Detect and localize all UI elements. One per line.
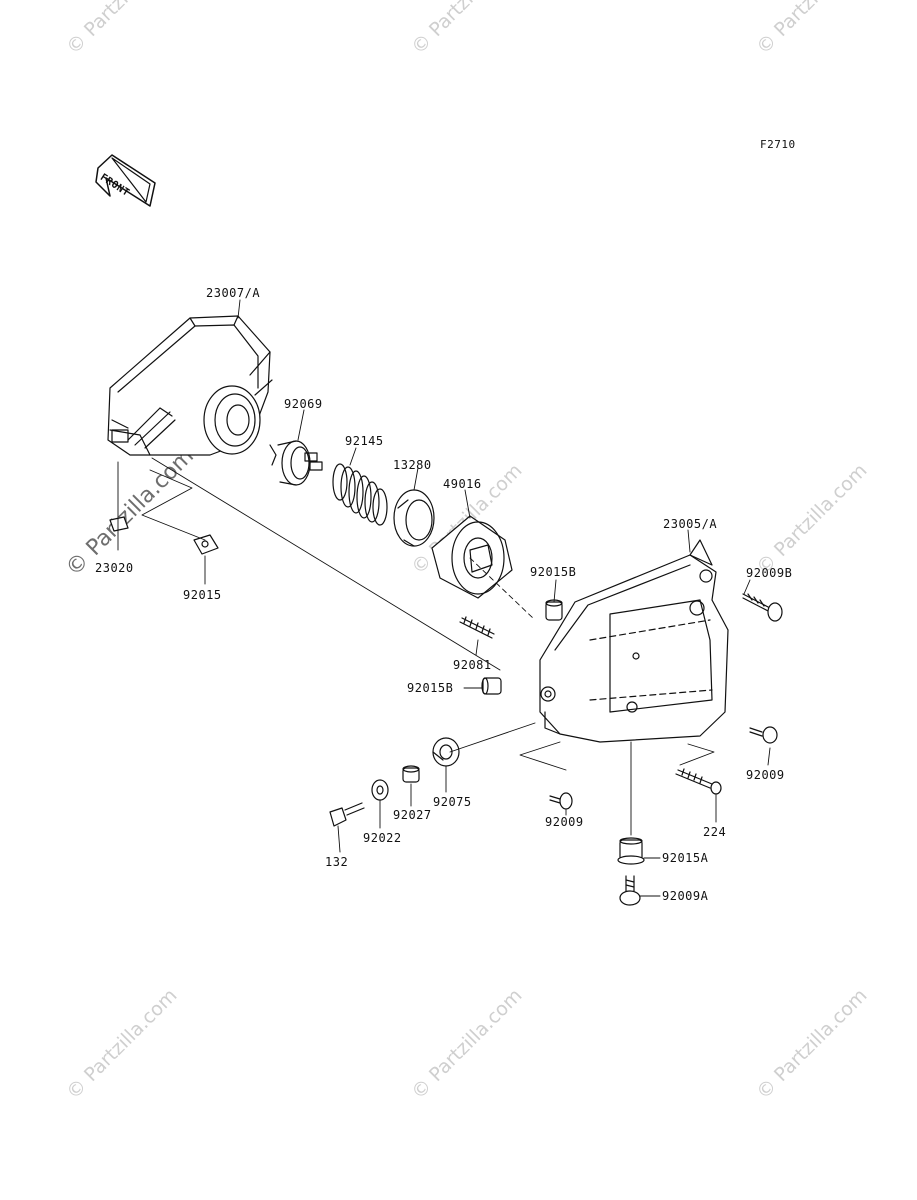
part-label-23007a: 23007/A [206, 286, 261, 300]
part-label-92081: 92081 [453, 658, 492, 672]
nut-23020-drawing [109, 516, 129, 532]
collar-92015B-top-drawing [545, 599, 563, 621]
part-label-92075: 92075 [433, 795, 472, 809]
spring-drawing [332, 463, 388, 526]
bolt-132-drawing [329, 802, 365, 827]
screw-92009B-drawing [742, 593, 783, 622]
front-arrow-icon [95, 154, 156, 207]
part-label-92145: 92145 [345, 434, 384, 448]
figure-code: F2710 [760, 138, 796, 151]
screw-92009A-drawing [619, 875, 641, 906]
part-label-92015b-top: 92015B [530, 565, 577, 579]
part-label-92022: 92022 [363, 831, 402, 845]
part-label-49016: 49016 [443, 477, 482, 491]
retainer-ring-drawing [393, 489, 435, 547]
part-label-92009-mid: 92009 [545, 815, 584, 829]
headlight-housing-drawing [107, 315, 273, 456]
socket-drawing [431, 515, 513, 599]
part-label-92015b-left: 92015B [407, 681, 454, 695]
part-label-23005a: 23005/A [663, 517, 718, 531]
part-label-132: 132 [325, 855, 349, 869]
washer-92022-drawing [371, 779, 389, 801]
bulb-drawing [269, 440, 323, 486]
screw-92009-mid-drawing [549, 792, 573, 810]
cover-drawing [539, 539, 729, 743]
part-label-92009a: 92009A [662, 889, 709, 903]
part-label-92069: 92069 [284, 397, 323, 411]
part-label-92015: 92015 [183, 588, 222, 602]
bolt-224-drawing [675, 768, 722, 795]
part-label-23020: 23020 [95, 561, 134, 575]
grommet-92075-drawing [432, 737, 460, 767]
part-label-92015a: 92015A [662, 851, 709, 865]
collar-92015A-drawing [617, 837, 645, 865]
stud-92081-drawing [459, 616, 495, 639]
part-label-92027: 92027 [393, 808, 432, 822]
clip-92015-drawing [193, 534, 219, 555]
collar-92027-drawing [402, 765, 420, 783]
leader-lines [117, 299, 771, 897]
part-label-92009b: 92009B [746, 566, 793, 580]
screw-92009-right-drawing [749, 726, 778, 744]
part-label-13280: 13280 [393, 458, 432, 472]
collar-92015B-left-drawing [481, 677, 502, 695]
part-label-224: 224 [703, 825, 727, 839]
part-label-92009-right: 92009 [746, 768, 785, 782]
